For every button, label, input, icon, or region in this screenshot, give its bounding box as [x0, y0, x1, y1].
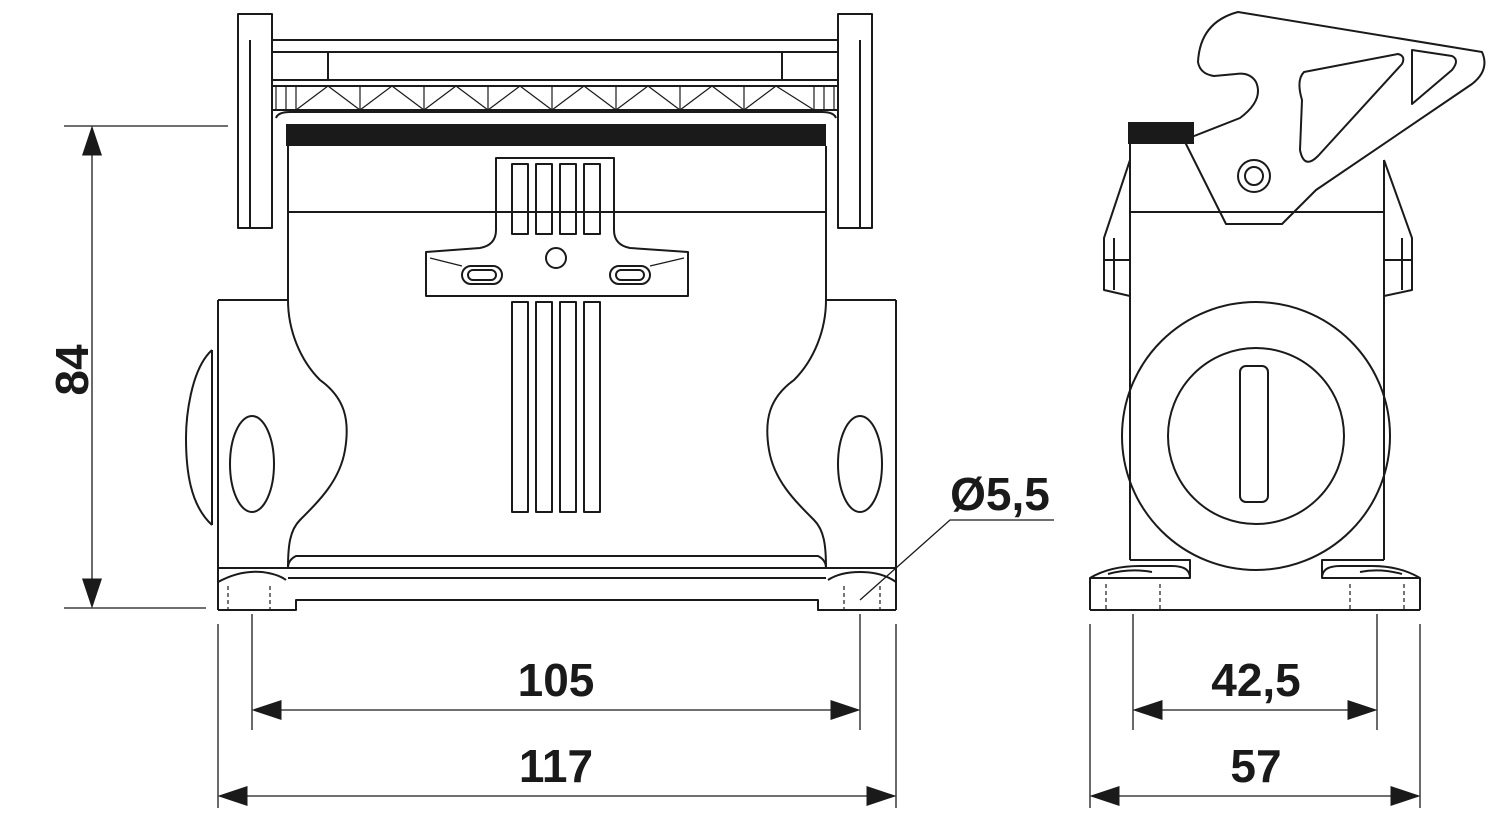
- front-left-oval: [229, 415, 275, 513]
- front-vertical-ribs: [511, 301, 601, 513]
- front-base-sides: [217, 300, 897, 610]
- front-housing-body: [287, 212, 827, 569]
- front-lattice-ribs: [275, 85, 835, 111]
- side-cable-entry: [1121, 301, 1391, 571]
- front-base-bottom: [218, 599, 896, 611]
- front-left-bulge: [185, 349, 213, 526]
- dimension-lines: [64, 125, 1421, 808]
- dim-105-label: 105: [518, 654, 595, 706]
- front-hood-upper: [287, 146, 827, 213]
- side-seal-strip: [1128, 122, 1194, 144]
- front-right-oval: [837, 415, 883, 513]
- dim-84-label: 84: [46, 344, 98, 396]
- front-view: [185, 13, 897, 611]
- side-view: [1089, 11, 1486, 611]
- dim-hole-leader: [859, 519, 1054, 601]
- front-mounting-holes: [217, 570, 897, 610]
- front-lid-top-curve: [275, 111, 837, 119]
- side-right-wing-detail: [1384, 238, 1412, 290]
- dim-hole-diameter-label: Ø5,5: [950, 468, 1050, 520]
- front-lid-frame: [237, 13, 873, 229]
- front-seal-strip: [286, 124, 826, 146]
- side-left-wing: [1103, 159, 1131, 297]
- side-left-wing-detail: [1104, 238, 1130, 290]
- dim-117-label: 117: [519, 740, 593, 792]
- side-base: [1089, 559, 1421, 611]
- front-base-flange-top: [218, 555, 896, 569]
- front-locking-bracket: [425, 157, 689, 297]
- side-locking-lever: [1183, 11, 1486, 225]
- dim-42-5-label: 42,5: [1211, 654, 1301, 706]
- dim-57-label: 57: [1230, 740, 1281, 792]
- side-body-walls: [1129, 124, 1385, 560]
- side-right-wing: [1383, 159, 1413, 297]
